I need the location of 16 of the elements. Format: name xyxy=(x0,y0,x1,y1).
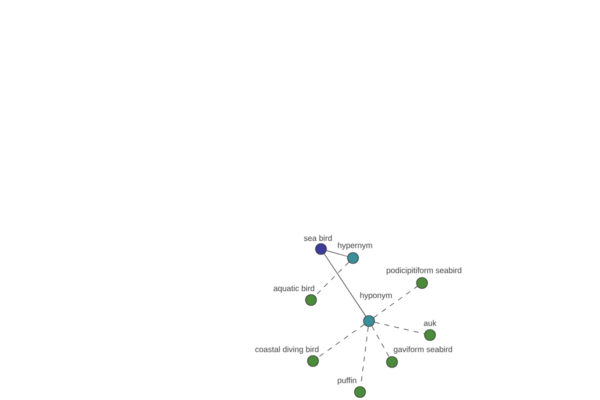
connector xyxy=(374,322,425,334)
node-label: gaviform seabird xyxy=(394,346,452,354)
connector xyxy=(373,286,418,318)
connector xyxy=(326,250,348,257)
node-label: auk xyxy=(424,320,436,326)
connector xyxy=(314,262,350,296)
connector xyxy=(317,324,365,358)
connector xyxy=(372,326,390,358)
connector xyxy=(324,254,366,316)
node-label: podicipitiform seabird xyxy=(386,267,462,275)
node-label: coastal diving bird xyxy=(255,346,318,354)
node-label: aquatic bird xyxy=(274,285,314,293)
node-label: puffin xyxy=(338,377,356,385)
node-label: hypernym xyxy=(338,242,372,250)
node-label: sea bird xyxy=(304,235,332,241)
node-label: hyponym xyxy=(360,292,392,300)
